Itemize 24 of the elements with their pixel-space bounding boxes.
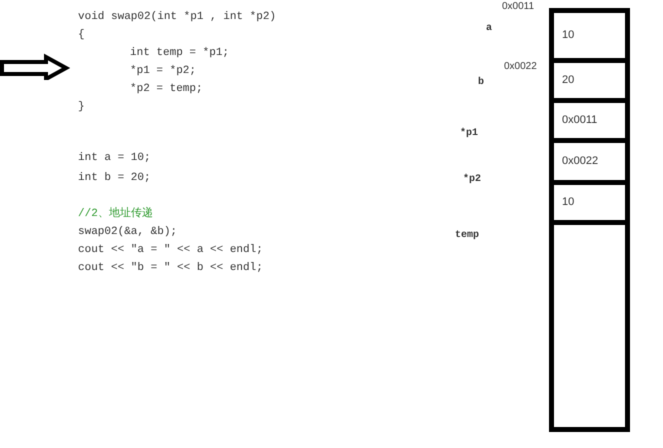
variable-name: b (478, 76, 484, 90)
code-line: { (78, 28, 85, 42)
code-line: *p2 = temp; (130, 82, 203, 96)
code-line: } (78, 100, 85, 114)
variable-name: *p1 (460, 128, 478, 140)
cell-value: 10 (562, 195, 574, 210)
code-line: int temp = *p1; (130, 46, 230, 60)
cell-value: 10 (562, 28, 574, 44)
cell-value: 20 (562, 73, 574, 88)
code-line: int b = 20; (78, 171, 151, 185)
code-comment: //2、地址传递 (78, 207, 153, 221)
code-line: *p1 = *p2; (130, 64, 196, 78)
cell-value: 0x0011 (562, 113, 598, 128)
code-line: void swap02(int *p1 , int *p2) (78, 10, 276, 24)
code-line: swap02(&a, &b); (78, 225, 178, 239)
address-label: 0x0011 (502, 0, 534, 14)
code-line: cout << "a = " << a << endl; (78, 243, 263, 257)
code-line: cout << "b = " << b << endl; (78, 261, 263, 275)
code-line: int a = 10; (78, 151, 151, 165)
variable-name: a (486, 22, 492, 36)
variable-name: *p2 (463, 174, 482, 186)
cell-value: 0x0022 (562, 154, 598, 170)
address-label: 0x0022 (504, 60, 537, 74)
variable-name: temp (455, 230, 480, 242)
